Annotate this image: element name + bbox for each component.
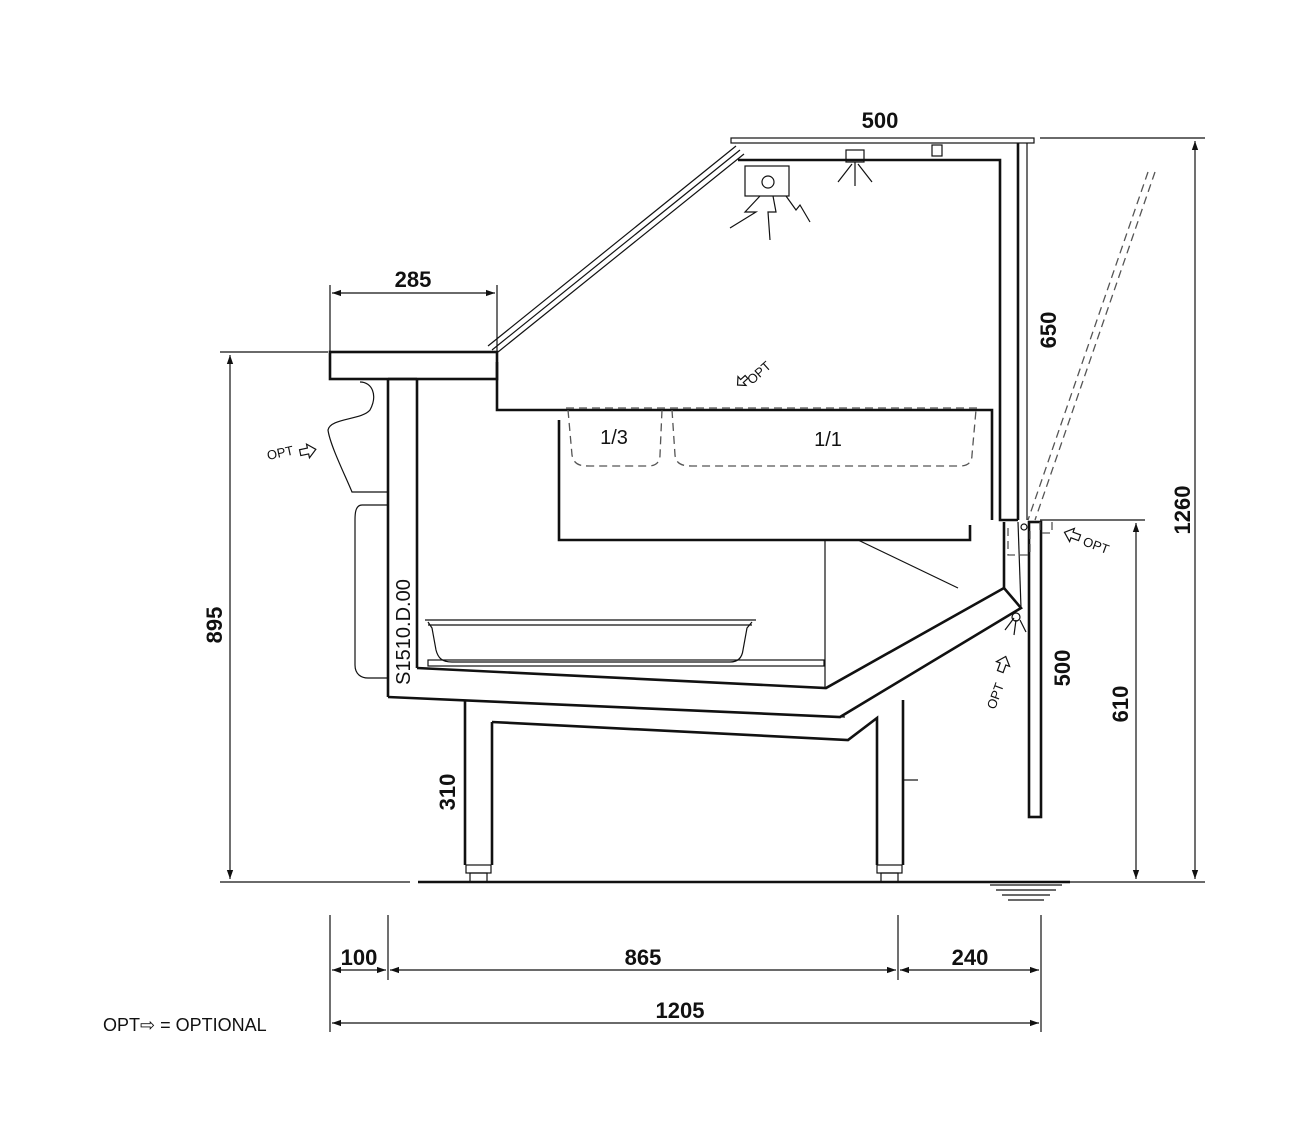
ground-line [418, 880, 1070, 901]
dim-rear-panel: 500 [1050, 650, 1075, 687]
opt-tag-front: OPT [266, 443, 295, 463]
opt-tag-light: OPT [984, 681, 1007, 711]
dim-rear-height: 610 [1108, 686, 1133, 723]
dim-front-overhang: 100 [341, 945, 378, 970]
dim-overall-height: 1260 [1170, 486, 1195, 535]
dim-overall-depth: 1205 [656, 998, 705, 1023]
opt-arrow-light-icon [994, 655, 1011, 674]
opt-arrow-rear-icon [1063, 527, 1082, 544]
pan-full-label: 1/1 [814, 429, 842, 451]
gastronorm-pans [425, 407, 978, 667]
dim-counter-height: 895 [202, 607, 227, 644]
dim-rear-overhang: 240 [952, 945, 989, 970]
model-code: S1510.D.00 [393, 579, 415, 685]
rear-optional-door [1007, 171, 1156, 556]
cabinet-body [327, 137, 1043, 883]
dimension-lines: 500 285 650 1260 895 500 610 310 100 865… [202, 108, 1205, 1032]
legend-text: OPT⇨ = OPTIONAL [103, 1015, 267, 1035]
light-fixtures [729, 149, 1027, 636]
dim-leg-span: 865 [625, 945, 662, 970]
opt-arrow-top-icon [736, 374, 749, 387]
component-labels: 1/3 1/1 S1510.D.00 OPT OPT OPT OPT OPT⇨ … [103, 358, 1111, 1035]
opt-arrow-front-icon [298, 442, 317, 460]
pan-third-label: 1/3 [600, 427, 628, 449]
dim-counter-width: 285 [395, 267, 432, 292]
dim-canopy-height: 650 [1036, 312, 1061, 349]
dim-top-width: 500 [862, 108, 899, 133]
opt-tag-rear: OPT [1081, 534, 1111, 557]
dim-leg-height: 310 [435, 774, 460, 811]
opt-tag-top: OPT [744, 358, 774, 387]
